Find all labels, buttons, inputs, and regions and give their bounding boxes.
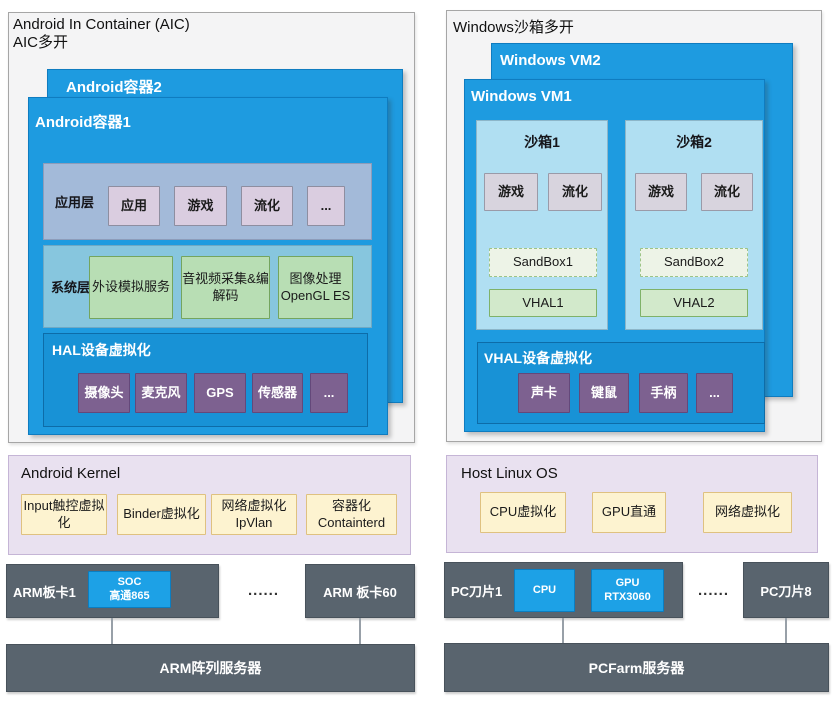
sandbox-1-vhal-chip: VHAL1 <box>489 289 597 317</box>
sandbox-1-title: 沙箱1 <box>524 134 560 150</box>
app-layer-chip: 应用 <box>108 186 160 226</box>
host-chip: CPU虚拟化 <box>480 492 566 533</box>
app-layer-label: 应用层 <box>55 195 95 210</box>
host-linux-title: Host Linux OS <box>461 465 558 482</box>
connector-line <box>562 618 564 643</box>
vhal-virtualization-label: VHAL设备虚拟化 <box>484 350 593 366</box>
arm-server-bar: ARM阵列服务器 <box>6 644 415 692</box>
arm-board-1-label: ARM板卡1 <box>13 584 76 600</box>
sandbox-2-vhal-chip: VHAL2 <box>640 289 748 317</box>
pcfarm-server-bar: PCFarm服务器 <box>444 643 829 692</box>
app-layer-chip-more: ... <box>307 186 345 226</box>
arm-ellipsis: ...... <box>248 582 280 599</box>
pc-blade-1-label: PC刀片1 <box>451 583 503 599</box>
sandbox-2-chip: 游戏 <box>635 173 687 211</box>
vhal-chip: 手柄 <box>639 373 688 413</box>
host-chip: 网络虚拟化 <box>703 492 792 533</box>
soc-chip: SOC 高通865 <box>88 571 171 608</box>
sys-layer-chip: 图像处理 OpenGL ES <box>278 256 353 319</box>
windows-vm-2-label: Windows VM2 <box>500 52 601 69</box>
connector-line <box>785 618 787 643</box>
android-container-1-label: Android容器1 <box>35 114 131 131</box>
pc-blade-8: PC刀片8 <box>743 562 829 618</box>
sandbox-2-sandbox-chip: SandBox2 <box>640 248 748 277</box>
gpu-chip: GPU RTX3060 <box>591 569 664 612</box>
sandbox-2-chip: 流化 <box>701 173 753 211</box>
app-layer-chip: 游戏 <box>174 186 227 226</box>
vhal-chip: 键鼠 <box>579 373 629 413</box>
vhal-chip-more: ... <box>696 373 733 413</box>
aic-panel-title-line2: AIC多开 <box>13 34 69 51</box>
host-chip: GPU直通 <box>592 492 666 533</box>
sandbox-1-sandbox-chip: SandBox1 <box>489 248 597 277</box>
hal-chip: 传感器 <box>252 373 303 413</box>
windows-vm-1-label: Windows VM1 <box>471 88 572 105</box>
hal-chip: GPS <box>194 373 246 413</box>
vhal-chip: 声卡 <box>518 373 570 413</box>
android-container-2-label: Android容器2 <box>66 79 162 96</box>
kernel-chip: Binder虚拟化 <box>117 494 206 535</box>
windows-panel-title: Windows沙箱多开 <box>453 19 574 36</box>
hal-chip: 摄像头 <box>78 373 130 413</box>
arm-board-60-label: ARM 板卡60 <box>323 584 397 600</box>
hal-chip: 麦克风 <box>135 373 187 413</box>
pc-blade-8-label: PC刀片8 <box>760 583 812 599</box>
sandbox-2-title: 沙箱2 <box>676 134 712 150</box>
sys-layer-chip: 音视频采集&编 解码 <box>181 256 270 319</box>
connector-line <box>359 618 361 644</box>
connector-line <box>111 618 113 644</box>
kernel-chip: Input触控虚拟化 <box>21 494 107 535</box>
kernel-chip: 网络虚拟化 IpVlan <box>211 494 297 535</box>
app-layer-chip: 流化 <box>241 186 293 226</box>
hal-chip-more: ... <box>310 373 348 413</box>
sys-layer-chip: 外设模拟服务 <box>89 256 173 319</box>
pc-ellipsis: ...... <box>698 582 730 599</box>
sys-layer-label: 系统层 <box>51 280 91 295</box>
sandbox-1-chip: 流化 <box>548 173 602 211</box>
cpu-chip: CPU <box>514 569 575 612</box>
pcfarm-server-label: PCFarm服务器 <box>588 659 685 676</box>
arm-server-label: ARM阵列服务器 <box>159 660 262 676</box>
arm-board-60: ARM 板卡60 <box>305 564 415 618</box>
hal-virtualization-label: HAL设备虚拟化 <box>52 342 151 358</box>
aic-panel-title-line1: Android In Container (AIC) <box>13 16 190 33</box>
android-kernel-title: Android Kernel <box>21 465 121 482</box>
kernel-chip: 容器化 Containterd <box>306 494 397 535</box>
sandbox-1-chip: 游戏 <box>484 173 538 211</box>
